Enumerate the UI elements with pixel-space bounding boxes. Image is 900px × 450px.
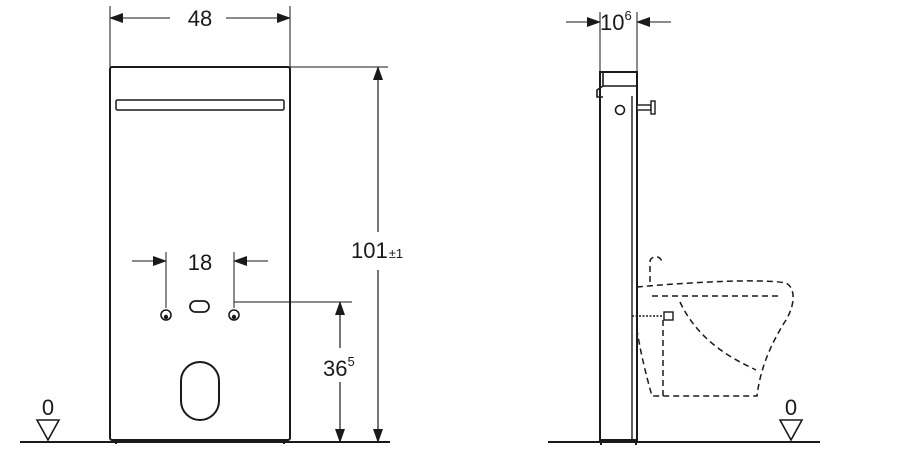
drain-slot: [189, 300, 210, 313]
floor-label-front: 0: [42, 395, 54, 420]
front-panel: [109, 66, 291, 441]
width-label: 48: [188, 6, 212, 31]
floor-marker-icon: [35, 419, 61, 442]
connection-height-label: 365: [323, 354, 355, 381]
oval-opening: [180, 361, 220, 421]
top-cover: [115, 99, 285, 111]
spacing-label: 18: [188, 250, 212, 275]
floor-marker-icon-side: [778, 419, 804, 442]
depth-label: 106: [600, 8, 632, 35]
side-view: 0 106: [548, 8, 820, 445]
toilet-outline: [636, 256, 794, 397]
height-label: 101±1: [351, 238, 403, 263]
floor-label-side: 0: [785, 395, 797, 420]
side-connection: [614, 104, 626, 116]
top-cap: [596, 72, 637, 98]
front-view: 0 48 101±1 18 365: [20, 6, 403, 444]
side-panel: [599, 71, 638, 441]
water-pipe: [636, 104, 652, 111]
height-tolerance: ±1: [389, 246, 403, 261]
